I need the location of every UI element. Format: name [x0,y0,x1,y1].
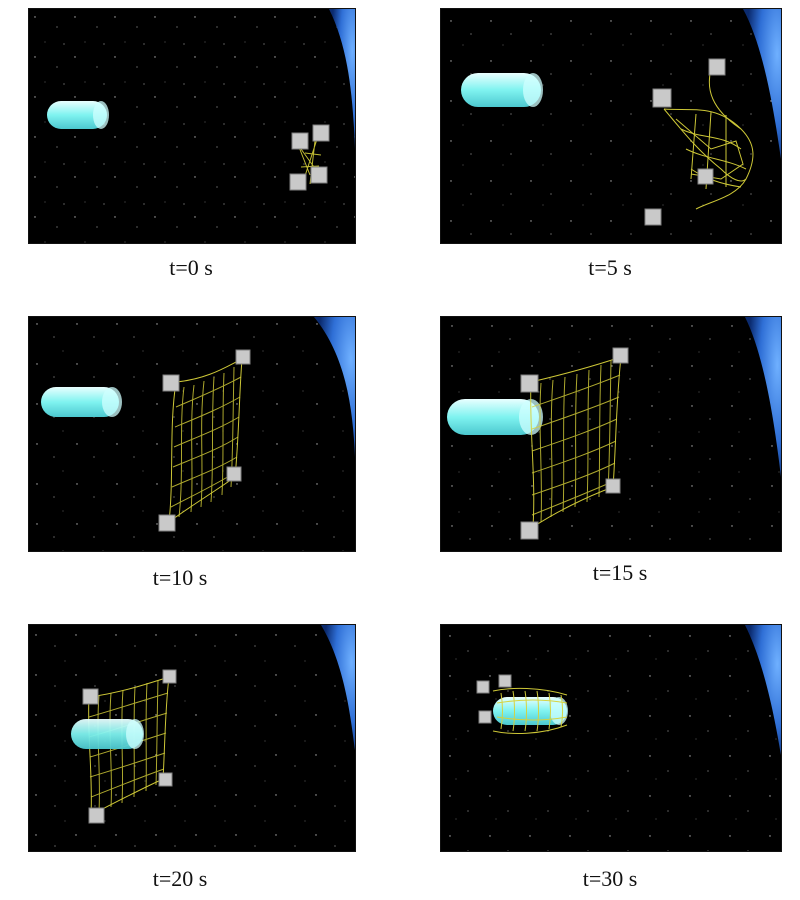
frame-t10 [28,316,356,552]
satellites [520,347,629,540]
frame-t30-scene [441,625,781,851]
satellite-box [478,710,492,724]
satellites [644,58,726,226]
satellite-box [158,772,173,787]
frame-t20 [28,624,356,852]
satellite-box [708,58,726,76]
satellites [476,674,512,724]
satellite-box [476,680,490,694]
satellites [158,349,251,532]
earth-limb [743,9,781,159]
starfield [441,9,781,243]
caption-t5: t=5 s [588,255,632,280]
satellites [82,669,177,824]
frame-t10-scene [29,317,355,551]
satellite-box [498,674,512,688]
frame-t5 [440,8,782,244]
satellite-box [162,374,180,392]
earth-limb [745,317,781,477]
satellite-box [88,807,105,824]
caption-t20: t=20 s [152,866,208,891]
net-approaching [530,356,622,528]
frame-t20-scene [29,625,355,851]
satellite-box [82,688,99,705]
frame-t0-scene [29,9,355,243]
target-cylinder [41,387,122,417]
net-wrapped [492,687,568,734]
satellite-box [162,669,177,684]
satellite-box [235,349,251,365]
satellite-box [605,478,621,494]
satellite-cluster [289,124,330,191]
target-cylinder [447,399,543,435]
earth-limb [329,9,355,149]
starfield [441,625,781,851]
satellite-box [291,132,309,150]
target-cylinder [47,101,109,129]
earth-limb [321,625,355,750]
earth-limb [314,317,355,457]
satellite-box [697,168,714,185]
caption-t30: t=30 s [582,866,638,891]
satellite-box [158,514,176,532]
caption-t15: t=15 s [592,560,648,585]
earth-limb [745,625,781,755]
satellite-box [644,208,662,226]
net-folded [296,132,322,185]
satellite-box [520,374,539,393]
target-cylinder [71,719,144,749]
satellite-box [520,521,539,540]
satellite-box [652,88,672,108]
frame-t15 [440,316,782,552]
satellite-box [310,166,328,184]
frame-t30 [440,624,782,852]
target-cylinder [461,73,543,107]
satellite-box [612,347,629,364]
frame-t15-scene [441,317,781,551]
frame-t5-scene [441,9,781,243]
caption-t0: t=0 s [169,255,213,280]
frame-t0 [28,8,356,244]
satellite-box [312,124,330,142]
satellite-box [289,173,307,191]
satellite-box [226,466,242,482]
caption-t10: t=10 s [152,565,208,590]
